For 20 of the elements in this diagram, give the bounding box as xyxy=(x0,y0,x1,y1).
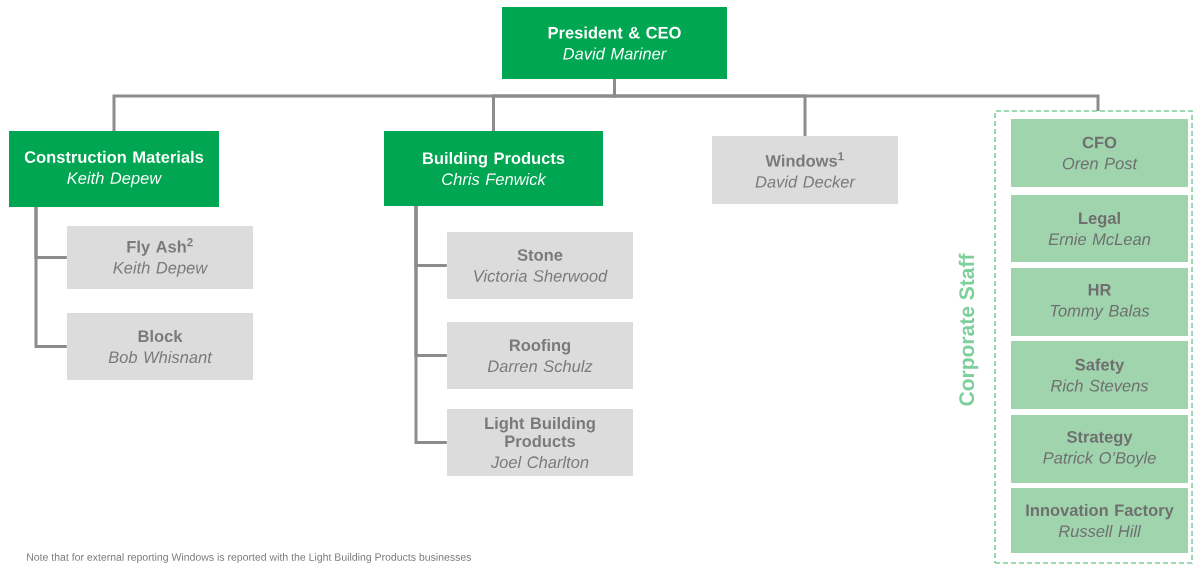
org-box: Legal Ernie McLean xyxy=(1011,195,1188,262)
org-box: Stone Victoria Sherwood xyxy=(447,232,633,299)
org-box: Fly Ash$^{2}$ Keith Depew xyxy=(67,226,253,289)
connector-line xyxy=(414,206,447,444)
footnote: Note that for external reporting Windows is reported with the Light Building Products businesses xyxy=(27,553,472,563)
org-box: Construction Materials Keith Depew xyxy=(9,131,219,207)
org-box: HR Tommy Balas xyxy=(1011,268,1188,336)
org-box: Roofing Darren Schulz xyxy=(447,322,633,389)
org-box: Strategy Patrick O’Boyle xyxy=(1011,415,1188,483)
connector-line xyxy=(613,79,1100,111)
org-box: Innovation Factory Russell Hill xyxy=(1011,488,1188,553)
org-box: Windows$^{1}$ David Decker xyxy=(712,136,898,204)
org-box: President & CEO David Mariner xyxy=(502,7,727,79)
org-box: Light Building Products Joel Charlton xyxy=(447,409,633,476)
connector-line xyxy=(34,207,67,348)
org-box: Safety Rich Stevens xyxy=(1011,341,1188,409)
org-box: CFO Oren Post xyxy=(1011,119,1188,187)
org-box: Block Bob Whisnant xyxy=(67,313,253,380)
group-title: Corporate Staff xyxy=(958,253,979,406)
org-box: Building Products Chris Fenwick xyxy=(384,131,603,206)
